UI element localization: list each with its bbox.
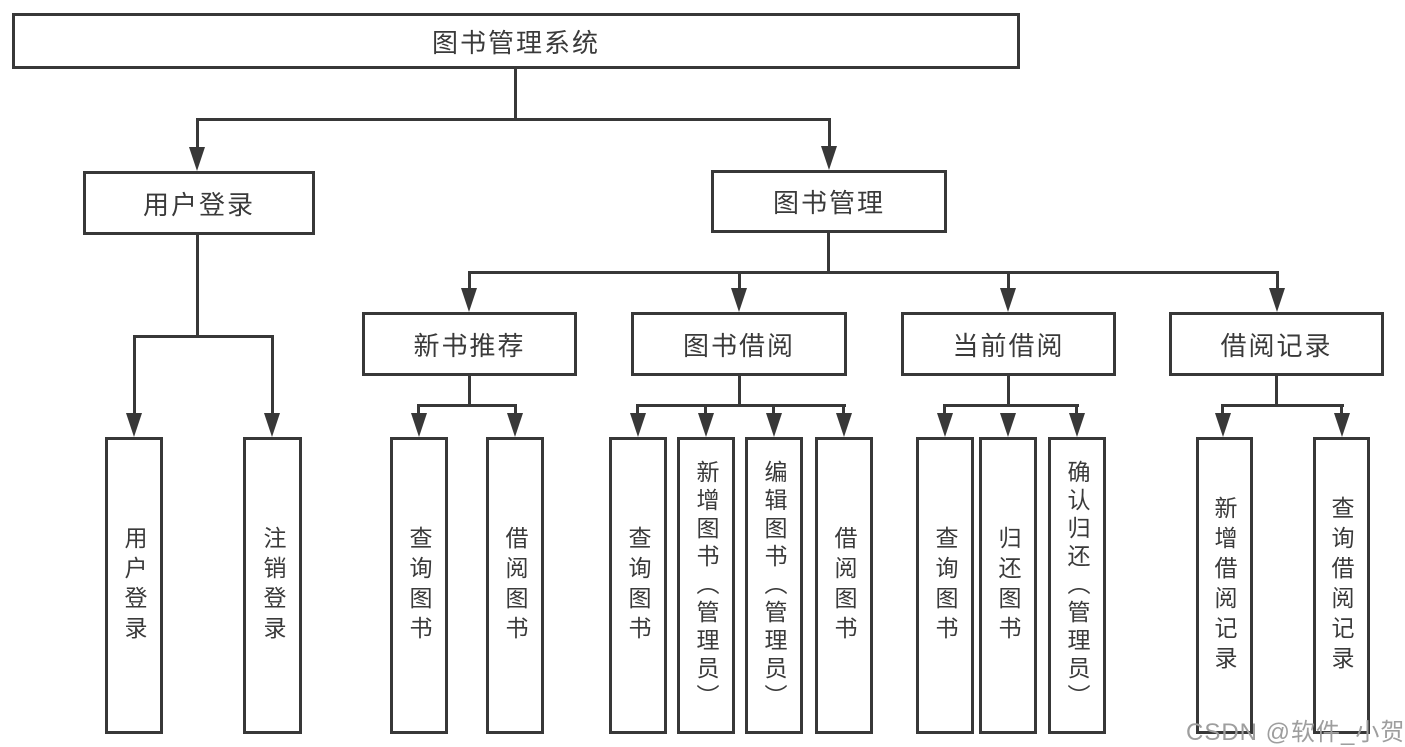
leaf-user-login: 用户登录 <box>105 437 163 734</box>
connector-line <box>133 335 136 416</box>
arrowhead-down-icon <box>1269 288 1285 312</box>
connector-line <box>828 118 831 150</box>
arrowhead-down-icon <box>821 146 837 170</box>
leaf-add-borrow-record: 新增借阅记录 <box>1196 437 1253 734</box>
arrowhead-down-icon <box>937 413 953 437</box>
connector-line <box>704 404 707 415</box>
leaf-recommend-query-book: 查询图书 <box>390 437 448 734</box>
connector-line <box>468 374 471 407</box>
connector-line <box>1340 404 1343 415</box>
connector-line <box>1221 404 1344 407</box>
node-book-management: 图书管理 <box>711 170 947 233</box>
connector-line <box>417 404 517 407</box>
arrowhead-down-icon <box>126 413 142 437</box>
connector-line <box>468 271 1279 274</box>
node-root: 图书管理系统 <box>12 13 1020 69</box>
node-user-login: 用户登录 <box>83 171 315 235</box>
arrowhead-down-icon <box>630 413 646 437</box>
arrowhead-down-icon <box>1215 413 1231 437</box>
arrowhead-down-icon <box>1000 413 1016 437</box>
connector-line <box>1007 271 1010 291</box>
node-book-borrow: 图书借阅 <box>631 312 847 376</box>
connector-line <box>1276 271 1279 291</box>
leaf-borrow-query-book: 查询图书 <box>609 437 667 734</box>
arrowhead-down-icon <box>731 288 747 312</box>
leaf-confirm-return-admin: 确认归还（管理员） <box>1048 437 1106 734</box>
connector-line <box>514 68 517 121</box>
arrowhead-down-icon <box>411 413 427 437</box>
connector-line <box>1007 374 1010 407</box>
connector-line <box>842 404 845 415</box>
connector-line <box>1075 404 1078 415</box>
leaf-recommend-borrow-book: 借阅图书 <box>486 437 544 734</box>
watermark: CSDN @软件_小贺同学 <box>1186 719 1405 746</box>
arrowhead-down-icon <box>1069 413 1085 437</box>
connector-line <box>943 404 1079 407</box>
arrowhead-down-icon <box>766 413 782 437</box>
connector-line <box>271 335 274 416</box>
arrowhead-down-icon <box>1000 288 1016 312</box>
connector-line <box>636 404 639 415</box>
connector-line <box>133 335 274 338</box>
leaf-query-borrow-record: 查询借阅记录 <box>1313 437 1370 734</box>
arrowhead-down-icon <box>507 413 523 437</box>
leaf-borrow-book: 借阅图书 <box>815 437 873 734</box>
connector-line <box>196 234 199 338</box>
leaf-return-book: 归还图书 <box>979 437 1037 734</box>
connector-line <box>1275 374 1278 407</box>
node-new-book-recommend: 新书推荐 <box>362 312 577 376</box>
arrowhead-down-icon <box>264 413 280 437</box>
connector-line <box>943 404 946 415</box>
node-current-borrow: 当前借阅 <box>901 312 1116 376</box>
leaf-edit-book-admin: 编辑图书（管理员） <box>745 437 803 734</box>
connector-line <box>196 118 199 150</box>
arrowhead-down-icon <box>189 147 205 171</box>
arrowhead-down-icon <box>698 413 714 437</box>
connector-line <box>827 232 830 274</box>
connector-line <box>1221 404 1224 415</box>
connector-line <box>738 374 741 407</box>
arrowhead-down-icon <box>1334 413 1350 437</box>
connector-line <box>772 404 775 415</box>
connector-line <box>514 404 517 415</box>
connector-line <box>417 404 420 415</box>
connector-line <box>468 271 471 291</box>
connector-line <box>636 404 846 407</box>
leaf-current-query-book: 查询图书 <box>916 437 974 734</box>
leaf-logout: 注销登录 <box>243 437 302 734</box>
connector-line <box>196 118 831 121</box>
connector-line <box>738 271 741 291</box>
leaf-add-book-admin: 新增图书（管理员） <box>677 437 735 734</box>
arrowhead-down-icon <box>836 413 852 437</box>
arrowhead-down-icon <box>461 288 477 312</box>
node-borrow-records: 借阅记录 <box>1169 312 1384 376</box>
